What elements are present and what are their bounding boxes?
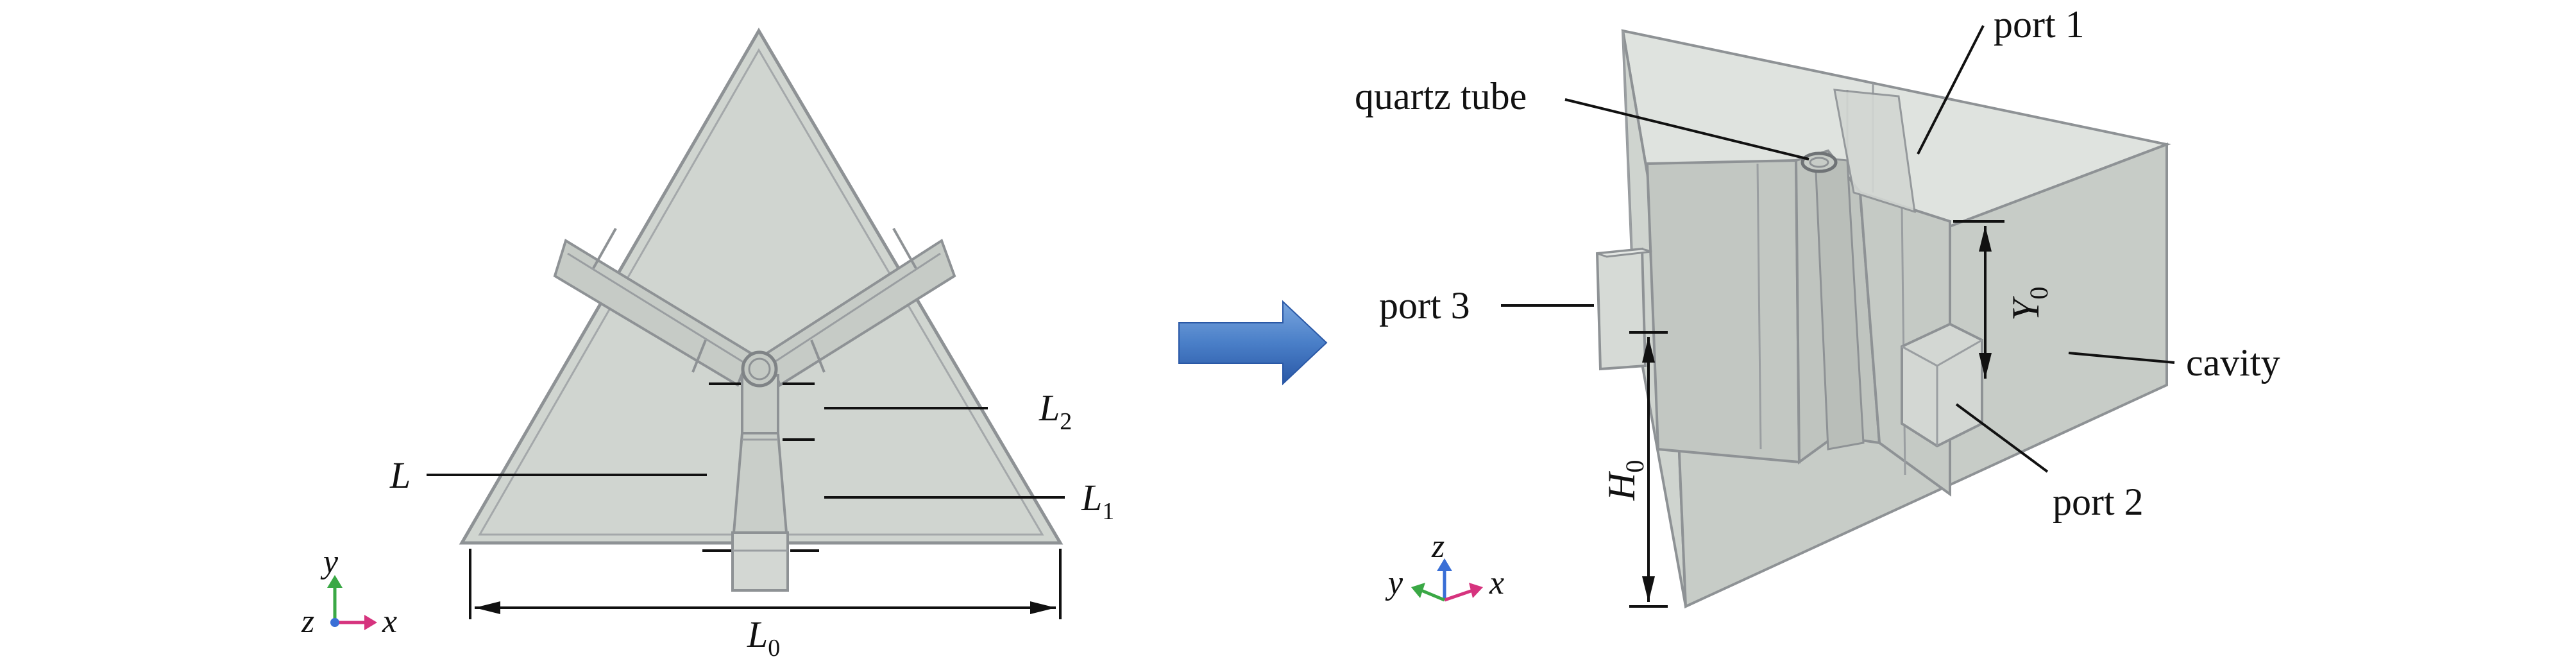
label-h0: H0 xyxy=(1600,460,1649,501)
left-arm-seg-1 xyxy=(592,228,617,269)
transition-arrow-shape xyxy=(1178,300,1328,386)
right-3d-view: quartz tube port 1 port 3 cavity port 2 … xyxy=(1355,3,2280,609)
label-y0: Y0 xyxy=(2004,287,2053,321)
left-axis-triad: y x z xyxy=(301,544,397,640)
right-axis-y xyxy=(1421,588,1445,602)
left-axis-x-head xyxy=(364,615,377,630)
right-axis-x-label: x xyxy=(1489,565,1504,601)
left-axis-x-label: x xyxy=(382,603,397,640)
right-axis-y-head xyxy=(1411,583,1425,598)
waveguide-inner-line-1 xyxy=(1756,163,1762,450)
right-arm-seg-2 xyxy=(810,339,826,373)
port1-waveguide xyxy=(1833,89,1916,214)
label-l0: L0 xyxy=(747,614,780,661)
label-l: L xyxy=(389,454,411,496)
right-quartz-tube-inner xyxy=(1809,157,1829,168)
center-stem-bottom xyxy=(731,531,789,592)
port3-block-front xyxy=(1595,247,1647,371)
right-arm-inner-edge xyxy=(773,252,941,364)
left-top-view: L L2 L1 L0 y x z xyxy=(301,28,1114,661)
leader-cavity xyxy=(2068,352,2175,364)
leader-port2 xyxy=(1955,403,2049,473)
label-cavity: cavity xyxy=(2186,341,2280,384)
label-l1: L1 xyxy=(1081,477,1114,525)
right-axis-y-label: y xyxy=(1385,565,1403,601)
port2-edge-2 xyxy=(1936,339,1983,367)
leader-port1 xyxy=(1917,25,1985,155)
left-arm-seg-2 xyxy=(691,339,707,373)
waveguide-left-panel xyxy=(1645,159,1801,464)
port3-block-top xyxy=(1597,248,1652,258)
right-axis-triad: z x y xyxy=(1385,528,1504,602)
left-axis-z-dot xyxy=(330,618,339,627)
label-port1: port 1 xyxy=(1994,3,2085,46)
right-axis-z-label: z xyxy=(1431,528,1445,565)
right-quartz-tube xyxy=(1801,151,1838,173)
waveguide-inner-line-2 xyxy=(1901,205,1906,476)
port2-edge-1 xyxy=(1901,345,1938,367)
port2-block-front xyxy=(1901,322,1983,448)
left-axis-z-label: z xyxy=(301,603,314,640)
right-arm-seg-1 xyxy=(892,228,917,269)
label-l2: L2 xyxy=(1038,387,1072,435)
label-port2: port 2 xyxy=(2053,481,2144,523)
right-axis-z-head xyxy=(1437,558,1452,571)
label-quartz-tube: quartz tube xyxy=(1355,75,1527,117)
center-stem-taper xyxy=(732,432,788,534)
transition-arrow xyxy=(1178,300,1328,386)
right-axis-x xyxy=(1444,588,1473,602)
left-axis-y-head xyxy=(327,575,343,588)
label-port3: port 3 xyxy=(1379,284,1470,327)
left-quartz-tube-inner xyxy=(748,357,771,381)
left-quartz-tube xyxy=(741,350,778,388)
left-axis-y-label: y xyxy=(320,544,339,580)
right-axis-x-head xyxy=(1469,583,1483,598)
left-arm-inner-edge xyxy=(567,252,745,364)
leader-quartz-tube xyxy=(1564,98,1809,160)
